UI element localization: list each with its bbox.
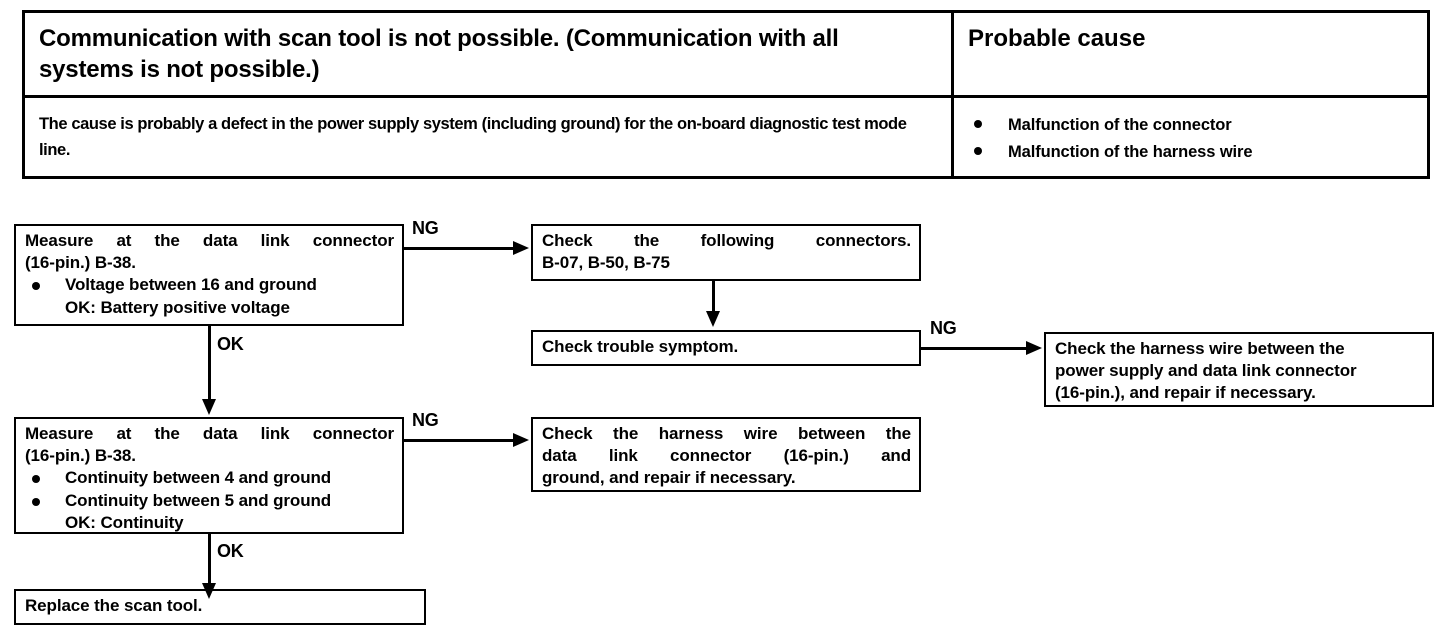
arrow-right-icon	[513, 433, 529, 447]
table-header-symptom-cell: Communication with scan tool is not poss…	[25, 13, 954, 96]
flow-box-harness-ground: Check the harness wire between the data …	[531, 417, 921, 492]
edge-label-ok: OK	[217, 334, 244, 354]
connector-line-symptom-to-harness-ps	[921, 347, 1029, 350]
flow-box-check-trouble-symptom: Check trouble symptom.	[531, 330, 921, 366]
connector-line-measure2-to-harness-gnd	[404, 439, 516, 442]
check-trouble-symptom-text: Check trouble symptom.	[542, 337, 739, 356]
measure-continuity-ok-criteria: OK: Continuity	[65, 513, 184, 533]
table-body-cause-cell: Malfunction of the connector Malfunction…	[954, 98, 1427, 175]
check-connectors-ids: B-07, B-50, B-75	[542, 253, 670, 273]
list-item: Malfunction of the connector	[968, 112, 1415, 139]
edge-label-ok: OK	[217, 541, 244, 561]
harness-ps-line3: (16-pin.), and repair if necessary.	[1055, 383, 1316, 403]
flow-box-measure-continuity: Measure at the data link connector (16-p…	[14, 417, 404, 534]
table-header-cause-cell: Probable cause	[954, 13, 1427, 95]
harness-gnd-line3: ground, and repair if necessary.	[542, 468, 796, 488]
measure-continuity-line2: (16-pin.) B-38.	[25, 446, 136, 466]
table-body-description-cell: The cause is probably a defect in the po…	[25, 98, 954, 176]
probable-cause-title: Probable cause	[968, 25, 1146, 52]
table-header-row: Communication with scan tool is not poss…	[25, 13, 1427, 99]
list-item: Continuity between 5 and ground	[25, 490, 394, 512]
probable-cause-list: Malfunction of the connector Malfunction…	[968, 112, 1415, 165]
arrow-right-icon	[513, 241, 529, 255]
cause-description: The cause is probably a defect in the po…	[39, 115, 907, 159]
symptom-title: Communication with scan tool is not poss…	[39, 25, 839, 84]
harness-gnd-line1: Check the harness wire between the	[542, 424, 911, 443]
measure-voltage-checklist: Voltage between 16 and ground	[25, 274, 394, 296]
measure-continuity-checklist: Continuity between 4 and ground Continui…	[25, 467, 394, 512]
edge-label-ng: NG	[930, 318, 957, 338]
flow-box-harness-power-supply: Check the harness wire between the power…	[1044, 332, 1434, 407]
list-item: Malfunction of the harness wire	[968, 139, 1415, 166]
measure-continuity-line1: Measure at the data link connector	[25, 424, 394, 443]
replace-scan-tool-text: Replace the scan tool.	[25, 596, 203, 615]
troubleshooting-flowchart: Measure at the data link connector (16-p…	[0, 195, 1456, 630]
measure-voltage-line1: Measure at the data link connector	[25, 231, 394, 250]
arrow-down-icon	[202, 399, 216, 415]
flow-box-check-connectors: Check the following connectors. B-07, B-…	[531, 224, 921, 281]
symptom-table: Communication with scan tool is not poss…	[22, 10, 1430, 179]
connector-line-connectors-to-symptom	[712, 281, 715, 314]
edge-label-ng: NG	[412, 218, 439, 238]
connector-line-measure1-to-connectors	[404, 247, 516, 250]
connector-line-measure1-to-measure2	[208, 326, 211, 402]
measure-voltage-ok-criteria: OK: Battery positive voltage	[65, 297, 290, 317]
harness-ps-line1: Check the harness wire between the	[1055, 339, 1345, 358]
flow-box-replace-scan-tool: Replace the scan tool.	[14, 589, 426, 625]
arrow-down-icon	[202, 583, 216, 599]
harness-gnd-line2: data link connector (16-pin.) and	[542, 446, 911, 466]
flow-box-measure-voltage: Measure at the data link connector (16-p…	[14, 224, 404, 326]
list-item: Continuity between 4 and ground	[25, 467, 394, 489]
list-item: Voltage between 16 and ground	[25, 274, 394, 296]
arrow-right-icon	[1026, 341, 1042, 355]
arrow-down-icon	[706, 311, 720, 327]
edge-label-ng: NG	[412, 410, 439, 430]
connector-line-measure2-to-replace	[208, 534, 211, 586]
measure-voltage-line2: (16-pin.) B-38.	[25, 253, 136, 273]
table-body-row: The cause is probably a defect in the po…	[25, 98, 1427, 176]
check-connectors-title: Check the following connectors.	[542, 231, 911, 250]
harness-ps-line2: power supply and data link connector	[1055, 361, 1357, 381]
